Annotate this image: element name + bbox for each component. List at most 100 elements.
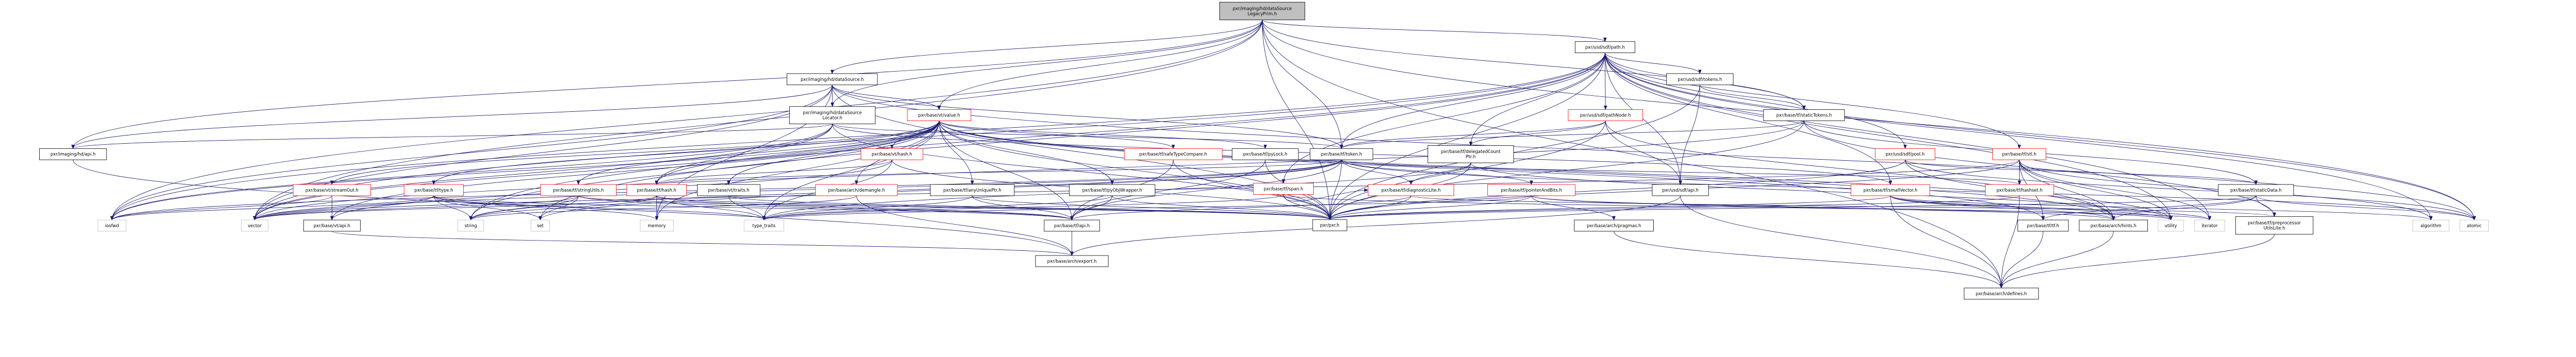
edge-tfHash-to-typeTraits bbox=[656, 195, 766, 220]
edge-dataSource-to-hdApi bbox=[71, 84, 833, 149]
edge-stringUtils-to-vector bbox=[253, 195, 579, 220]
node-anyUniquePtr[interactable]: pxr/base/tf/anyUniquePtr.h bbox=[930, 184, 1015, 196]
node-label: pxr/pxr.h bbox=[1320, 223, 1340, 228]
edge-staticData-to-hints bbox=[2111, 195, 2257, 220]
edge-dsLocator-to-hdApi bbox=[71, 124, 833, 149]
node-sdfApi[interactable]: pxr/usd/sdf/api.h bbox=[1652, 184, 1709, 196]
node-stringUtils[interactable]: pxr/base/tf/stringUtils.h bbox=[540, 184, 617, 196]
node-span[interactable]: pxr/base/tf/span.h bbox=[1253, 183, 1314, 195]
edge-sdfApi-to-export bbox=[1070, 195, 1681, 256]
node-staticTokens[interactable]: pxr/base/tf/staticTokens.h bbox=[1763, 109, 1845, 121]
node-ptrBits[interactable]: pxr/base/tf/pointerAndBits.h bbox=[1487, 184, 1575, 196]
node-box bbox=[1069, 184, 1156, 196]
node-label: pxr/usd/sdf/pathNode.h bbox=[1580, 113, 1631, 118]
node-box bbox=[1219, 2, 1306, 21]
edge-stringUtils-to-pxr bbox=[578, 195, 1331, 220]
edge-ptrBits-to-utility bbox=[1531, 195, 2173, 220]
node-label: pxr/base/tf/pointerAndBits.h bbox=[1501, 188, 1562, 193]
node-pyLock[interactable]: pxr/base/tf/pyLock.h bbox=[1232, 148, 1299, 160]
edge-smallVector-to-iterator bbox=[1890, 195, 2211, 220]
node-value[interactable]: pxr/base/vt/value.h bbox=[907, 109, 972, 121]
node-safeTypeCompare[interactable]: pxr/base/tf/safeTypeCompare.h bbox=[1124, 148, 1223, 160]
edge-dataSource-to-vector bbox=[252, 84, 833, 220]
node-token[interactable]: pxr/base/tf/token.h bbox=[1310, 148, 1374, 160]
node-label: pxr/base/vt/traits.h bbox=[708, 188, 749, 193]
node-smallVector[interactable]: pxr/base/tf/smallVector.h bbox=[1851, 184, 1930, 196]
node-label: pxr/base/tf/tf.h bbox=[2027, 223, 2059, 228]
node-label: pxr/base/tf/stringUtils.h bbox=[553, 188, 604, 193]
edge-diagLite-to-tfApi bbox=[1070, 195, 1412, 220]
node-stl[interactable]: pxr/base/tf/stl.h bbox=[1992, 148, 2046, 160]
node-tfHash[interactable]: pxr/base/tf/hash.h bbox=[626, 184, 687, 196]
node-vtApi[interactable]: pxr/base/vt/api.h bbox=[303, 219, 361, 232]
node-pragmas[interactable]: pxr/base/arch/pragmas.h bbox=[1574, 219, 1654, 232]
edge-anyUniquePtr-to-tfApi bbox=[972, 195, 1074, 220]
node-diagLite[interactable]: pxr/base/tf/diagnosticLite.h bbox=[1368, 184, 1454, 196]
edge-vtTraits-to-pxr bbox=[728, 195, 1332, 220]
edge-dataSource-to-value bbox=[832, 84, 941, 110]
edge-token-to-pxr bbox=[1328, 160, 1342, 220]
node-demangle[interactable]: pxr/base/arch/demangle.h bbox=[815, 184, 898, 196]
node-pathNode[interactable]: pxr/usd/sdf/pathNode.h bbox=[1568, 109, 1643, 121]
node-label: atomic bbox=[2467, 223, 2482, 228]
node-hashset[interactable]: pxr/base/tf/hashset.h bbox=[1985, 184, 2054, 196]
node-hints[interactable]: pxr/base/arch/hints.h bbox=[2079, 219, 2148, 232]
edge-value-to-vector bbox=[253, 121, 940, 220]
edge-dsLocator-to-pxr bbox=[832, 124, 1332, 220]
edge-ptrBits-to-pragmas bbox=[1531, 195, 1616, 220]
node-tf[interactable]: pxr/base/tf/tf.h bbox=[2018, 219, 2069, 232]
node-box bbox=[2235, 216, 2314, 235]
edge-demangle-to-string bbox=[469, 195, 857, 220]
edge-safeTypeCompare-to-pxr bbox=[1173, 160, 1332, 220]
node-pool[interactable]: pxr/usd/sdf/pool.h bbox=[1875, 148, 1936, 160]
node-vtTraits[interactable]: pxr/base/vt/traits.h bbox=[697, 184, 760, 196]
node-iosfwd: iosfwd bbox=[97, 219, 127, 232]
node-box bbox=[626, 184, 687, 196]
node-label: iosfwd bbox=[105, 223, 119, 228]
node-label: LegacyPrim.h bbox=[1248, 11, 1277, 16]
node-defines[interactable]: pxr/base/arch/defines.h bbox=[1963, 287, 2039, 300]
node-vtHash[interactable]: pxr/base/vt/hash.h bbox=[860, 148, 923, 160]
node-box bbox=[697, 184, 760, 196]
node-box bbox=[1992, 148, 2046, 160]
edge-staticTokens-to-token bbox=[1340, 121, 1805, 149]
edge-smallVector-to-hints bbox=[1890, 195, 2115, 220]
node-type[interactable]: pxr/base/tf/type.h bbox=[403, 184, 464, 196]
edges-layer bbox=[71, 20, 2476, 288]
node-pyObjWrapper[interactable]: pxr/base/tf/pyObjWrapper.h bbox=[1069, 184, 1156, 196]
edge-staticData-to-atomic bbox=[2256, 195, 2476, 220]
node-tfApi[interactable]: pxr/base/tf/api.h bbox=[1044, 219, 1100, 232]
node-export[interactable]: pxr/base/arch/export.h bbox=[1035, 255, 1109, 267]
edge-value-to-type bbox=[432, 121, 940, 185]
node-dataSource[interactable]: pxr/imaging/hd/dataSource.h bbox=[786, 73, 878, 86]
edge-tfHash-to-tfApi bbox=[656, 195, 1074, 220]
node-pxr[interactable]: pxr/pxr.h bbox=[1312, 219, 1347, 231]
node-box bbox=[97, 219, 127, 232]
node-box bbox=[907, 109, 972, 121]
edge-value-to-pyObjWrapper bbox=[939, 121, 1114, 185]
edge-stringUtils-to-tfApi bbox=[578, 195, 1074, 220]
node-streamOut[interactable]: pxr/base/vt/streamOut.h bbox=[293, 184, 371, 196]
node-label: pxr/base/tf/smallVector.h bbox=[1863, 188, 1918, 193]
edge-sdfPath-to-atomic bbox=[1604, 53, 2476, 220]
edge-anyUniquePtr-to-typeTraits bbox=[762, 195, 973, 220]
edge-sdfTokens-to-pxr bbox=[1328, 84, 1700, 220]
edge-pyObjWrapper-to-pxr bbox=[1112, 195, 1332, 220]
edge-pathNode-to-token bbox=[1340, 121, 1606, 149]
node-label: pxr/imaging/hd/api.h bbox=[50, 151, 96, 157]
node-staticData[interactable]: pxr/base/tf/staticData.h bbox=[2218, 184, 2294, 196]
edge-sdfPath-to-span bbox=[1281, 53, 1605, 184]
edge-value-to-pxr bbox=[939, 121, 1332, 220]
node-sdfPath[interactable]: pxr/usd/sdf/path.h bbox=[1574, 41, 1635, 53]
edge-sdfPath-to-token bbox=[1340, 53, 1605, 149]
node-sdfTokens[interactable]: pxr/usd/sdf/tokens.h bbox=[1666, 73, 1734, 86]
node-hdApi[interactable]: pxr/imaging/hd/api.h bbox=[39, 148, 107, 160]
node-label: pxr/usd/sdf/path.h bbox=[1585, 45, 1625, 50]
edge-sdfPath-to-algorithm bbox=[1604, 53, 2433, 220]
